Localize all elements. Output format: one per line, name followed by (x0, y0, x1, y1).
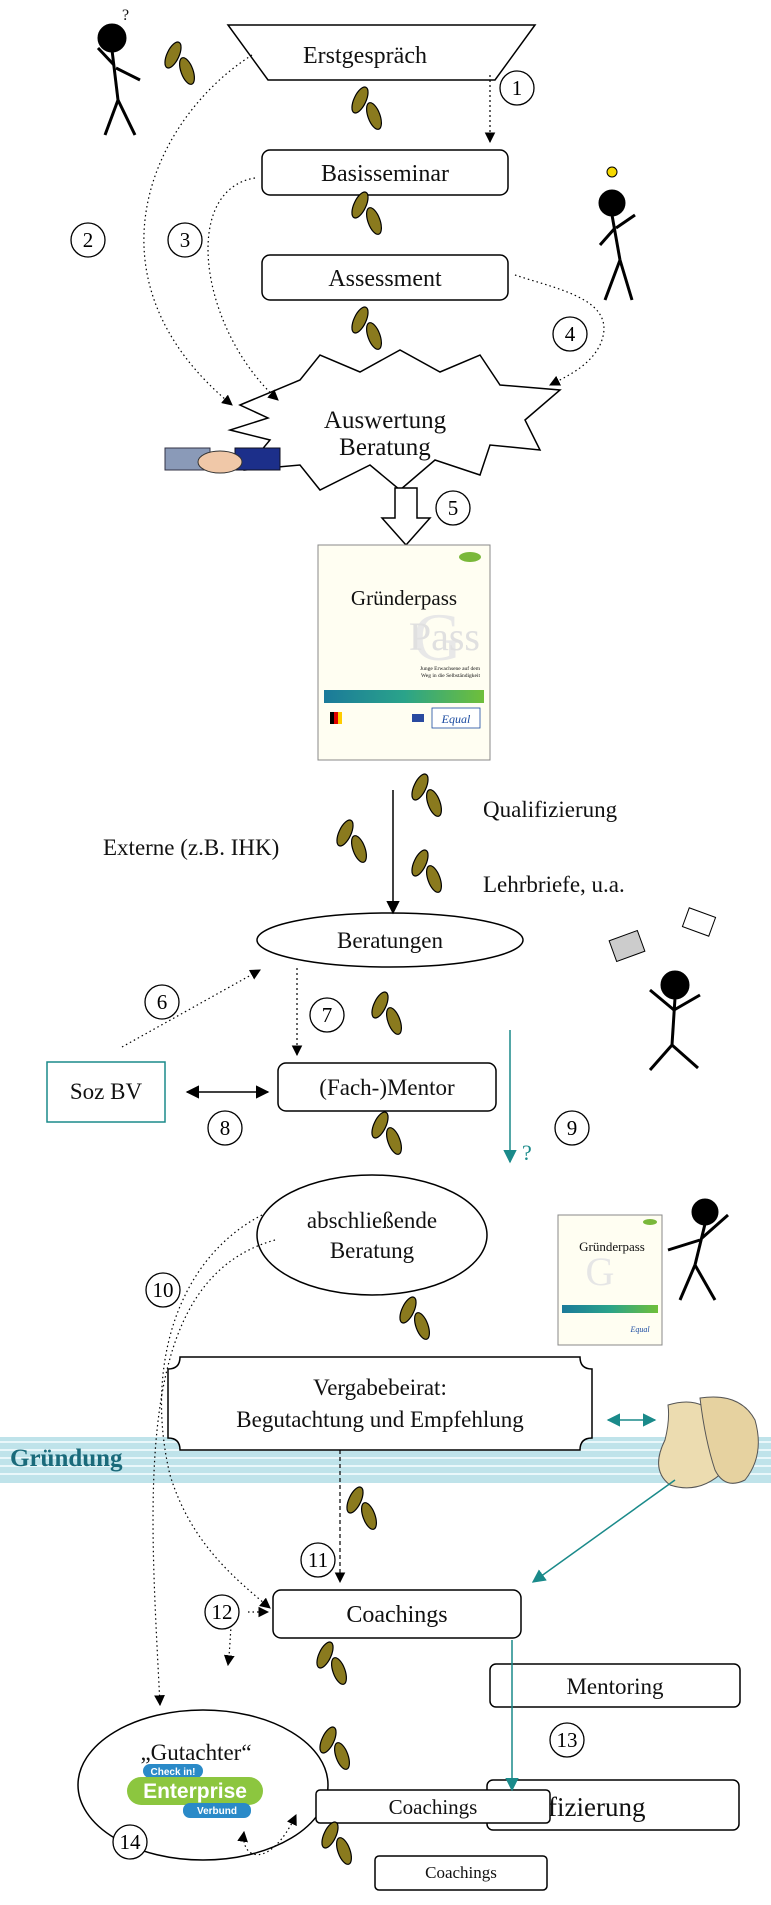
pass-subtitle-2: Weg in die Selbständigkeit (421, 673, 480, 679)
check-in-enterprise-logo: Check in! Enterprise Verbund (127, 1764, 263, 1818)
figure-question-mark: ? (122, 7, 129, 24)
vergabebeirat-label-2: Begutachtung und Empfehlung (236, 1407, 524, 1432)
abschliessende-label-1: abschließende (307, 1208, 437, 1233)
logo-check-in: Check in! (150, 1767, 195, 1778)
basisseminar-label: Basisseminar (321, 161, 449, 187)
step-number-label: 10 (153, 1278, 174, 1302)
small-pass-watermark: G (586, 1249, 615, 1294)
step-number-13: 13 (549, 1722, 585, 1758)
step-number-label: 14 (120, 1830, 142, 1854)
step-number-label: 3 (180, 228, 191, 252)
teal-connectors (503, 1030, 676, 1792)
mentoring-box: Mentoring (489, 1663, 741, 1708)
step-number-3: 3 (167, 222, 203, 258)
vergabebeirat-box: Vergabebeirat: Begutachtung und Empfehlu… (167, 1356, 593, 1451)
assessment-box: Assessment (261, 254, 509, 301)
small-pass-title: Gründerpass (579, 1239, 645, 1254)
step-number-4: 4 (552, 316, 588, 352)
auswertung-starburst: Auswertung Beratung (227, 349, 562, 491)
qualifizierung-side-label: Qualifizierung (483, 797, 618, 822)
gutachter-label: „Gutachter“ (140, 1740, 251, 1765)
fachmentor-box: (Fach-)Mentor (277, 1062, 497, 1112)
soz-bv-label: Soz BV (70, 1079, 143, 1104)
coachings-box-2: Coachings (315, 1789, 551, 1824)
assessment-label: Assessment (328, 266, 442, 292)
step-number-label: 12 (212, 1600, 233, 1624)
step-number-2: 2 (70, 222, 106, 258)
teal-question-mark: ? (522, 1140, 532, 1165)
gruenderpass-card: G Pass Gründerpass Junge Erwachsene auf … (317, 544, 491, 761)
auswertung-label-2: Beratung (339, 434, 431, 461)
step-number-1: 1 (499, 70, 535, 106)
step-number-8: 8 (207, 1110, 243, 1146)
step-number-label: 11 (308, 1548, 328, 1572)
coachings-box-1: Coachings (272, 1589, 522, 1639)
step-number-label: 6 (157, 990, 168, 1014)
step-number-5: 5 (435, 490, 471, 526)
connectors (121, 54, 605, 1856)
pass-equal-logo: Equal (441, 712, 471, 726)
beratungen-ellipse: Beratungen (256, 912, 524, 968)
pass-watermark-g: G (413, 599, 462, 675)
abschliessende-beratung-ellipse: abschließende Beratung (256, 1174, 488, 1296)
step-number-label: 7 (322, 1003, 333, 1027)
step-number-10: 10 (145, 1272, 181, 1308)
thinking-figure-icon: ? (96, 7, 141, 136)
pass-watermark-pass: Pass (409, 614, 480, 659)
step-number-9: 9 (554, 1110, 590, 1146)
soz-bv-box: Soz BV (46, 1061, 166, 1123)
gruenderpass-card-small: Gründerpass G Equal (557, 1214, 663, 1346)
lehrbriefe-side-label: Lehrbriefe, u.a. (483, 872, 625, 897)
vergabebeirat-label-1: Vergabebeirat: (313, 1375, 447, 1400)
step-number-12: 12 (204, 1594, 240, 1630)
coachings-box-3: Coachings (374, 1855, 548, 1891)
step-number-label: 2 (83, 228, 94, 252)
money-bags-icon (658, 1396, 759, 1489)
mentoring-label: Mentoring (566, 1674, 664, 1699)
fachmentor-label: (Fach-)Mentor (319, 1075, 455, 1100)
step-number-14: 14 (112, 1824, 148, 1860)
erstgespraech-box: Erstgespräch (226, 24, 537, 81)
beratungen-label: Beratungen (337, 928, 444, 953)
step-number-label: 13 (557, 1728, 578, 1752)
pass-title: Gründerpass (351, 586, 457, 610)
juggling-figure-icon (608, 907, 717, 1071)
step-number-label: 8 (220, 1116, 231, 1140)
step-number-label: 9 (567, 1116, 578, 1140)
step-number-label: 4 (565, 322, 576, 346)
pass-subtitle-1: Junge Erwachsene auf dem (420, 665, 481, 672)
step-number-label: 5 (448, 496, 459, 520)
logo-enterprise: Enterprise (143, 1780, 247, 1803)
auswertung-label-1: Auswertung (324, 407, 447, 434)
step-number-7: 7 (309, 997, 345, 1033)
step-number-6: 6 (144, 984, 180, 1020)
logo-verbund: Verbund (197, 1806, 237, 1817)
jumping-figure-icon (667, 1198, 729, 1301)
small-pass-equal: Equal (629, 1325, 650, 1334)
basisseminar-box: Basisseminar (261, 149, 509, 196)
handshake-icon (164, 447, 281, 474)
gruendung-label: Gründung (10, 1445, 123, 1472)
step-number-11: 11 (300, 1542, 336, 1578)
coachings-3-label: Coachings (425, 1863, 497, 1882)
hollow-arrow-5 (380, 487, 432, 547)
abschliessende-label-2: Beratung (330, 1238, 415, 1263)
coachings-1-label: Coachings (346, 1602, 447, 1628)
coachings-2-label: Coachings (389, 1795, 478, 1819)
idea-figure-icon (598, 166, 636, 301)
erstgespraech-label: Erstgespräch (303, 43, 427, 69)
step-number-label: 1 (512, 76, 523, 100)
externe-side-label: Externe (z.B. IHK) (103, 835, 279, 860)
